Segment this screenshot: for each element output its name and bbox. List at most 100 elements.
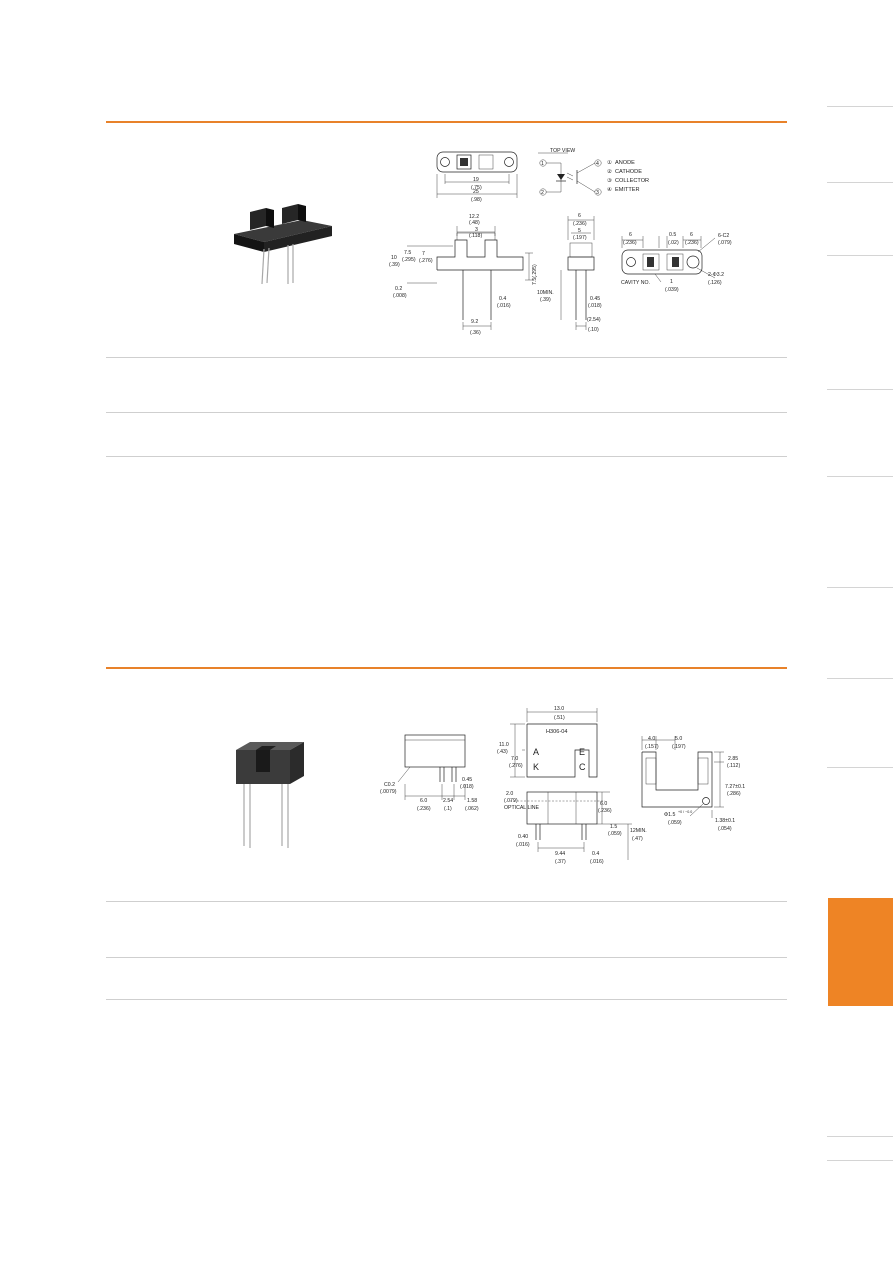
dim-label: Φ1.5 xyxy=(664,812,675,818)
side-nav-rule xyxy=(827,389,893,390)
pin-label-cathode: K xyxy=(533,762,539,772)
dim-label: 6 xyxy=(690,232,693,238)
dim-label: 19 xyxy=(473,177,479,183)
dim-label: (.079) xyxy=(504,798,518,804)
dim-label: 1.5 xyxy=(610,824,617,830)
dim-label: (.43) xyxy=(497,749,508,755)
pin-number: 2 xyxy=(541,190,544,196)
dim-label: (2.54) xyxy=(587,317,601,323)
dim-label: 0.45 xyxy=(462,777,472,783)
top-view-outline xyxy=(436,151,518,198)
pin-number: 3 xyxy=(596,190,599,196)
pin-number: 1 xyxy=(541,161,544,167)
dim-label: (.295) xyxy=(402,257,416,263)
dim-label: 5.0 xyxy=(675,736,682,742)
pin-number: 4 xyxy=(596,161,599,167)
dim-label: (.276) xyxy=(419,258,433,264)
dim-label: (.36) xyxy=(470,330,481,336)
dim-label: 25 xyxy=(473,189,479,195)
side-nav-rule xyxy=(827,106,893,107)
pin-label-collector: C xyxy=(579,762,586,772)
pin-label-anode: A xyxy=(533,747,539,757)
side-nav-rule xyxy=(827,255,893,256)
dim-label: 2.0 xyxy=(506,791,513,797)
dim-label: (.018) xyxy=(588,303,602,309)
dim-label: 2.54 xyxy=(443,798,453,804)
dim-label: 1 xyxy=(670,279,673,285)
dim-label: (.236) xyxy=(573,221,587,227)
dim-label: 6-C2 xyxy=(718,233,729,239)
dim-label: 2.85 xyxy=(728,756,738,762)
section-rule-second xyxy=(106,667,787,669)
dim-label: (.51) xyxy=(554,715,565,721)
dim-label: 12.2 xyxy=(469,214,479,220)
dim-label: +0 / −0.0 xyxy=(678,810,692,814)
side-nav-rule xyxy=(827,587,893,588)
divider xyxy=(106,901,787,902)
dim-label: (.112) xyxy=(727,763,740,769)
sensor-leads xyxy=(243,784,289,848)
side-view-outline xyxy=(397,734,466,800)
dim-label: (.062) xyxy=(465,806,479,812)
dim-label: (.054) xyxy=(718,826,732,832)
divider xyxy=(106,357,787,358)
dim-label: 10 xyxy=(391,255,397,261)
top-view-outline xyxy=(510,708,598,778)
dim-label: (.018) xyxy=(460,784,474,790)
model-label: H306-04 xyxy=(546,729,567,735)
dim-label: 11.0 xyxy=(499,742,509,748)
cavity-label: CAVITY NO. xyxy=(621,280,650,286)
pin-label-emitter: E xyxy=(579,747,585,757)
product-photo-1 xyxy=(234,204,332,285)
dim-label: (.236) xyxy=(598,808,612,814)
side-nav-tab-active[interactable] xyxy=(828,898,893,1006)
front-view-outline xyxy=(510,791,632,860)
dim-label: 13.0 xyxy=(554,706,564,712)
dim-label: 0.4 xyxy=(499,296,506,302)
dimension-drawing-2: C0.2 (.0079) 0.45 (.018) 6.0 (.236) 2.54… xyxy=(380,706,745,865)
dim-label: 6 xyxy=(629,232,632,238)
dim-label: (.079) xyxy=(718,240,732,246)
dim-label: (.48) xyxy=(469,220,480,226)
dim-label: (.016) xyxy=(590,859,604,865)
top-view-label: TOP VIEW xyxy=(550,148,575,154)
dim-label: (.157) xyxy=(645,744,659,750)
section-rule-top xyxy=(106,121,787,123)
dim-label: 0.45 xyxy=(590,296,600,302)
dim-label: (.276) xyxy=(509,763,523,769)
sensor-leads xyxy=(261,244,294,285)
dim-label: (.1) xyxy=(444,806,452,812)
dim-label: 7.5(.295) xyxy=(532,264,538,285)
side-nav-rule xyxy=(827,1136,893,1137)
dim-label: 6.0 xyxy=(600,801,607,807)
dim-label: 4.0 xyxy=(648,736,655,742)
slot-sensor-body xyxy=(236,742,304,784)
dim-label: (.236) xyxy=(685,240,699,246)
dim-label: (.008) xyxy=(393,293,407,299)
divider xyxy=(106,456,787,457)
dim-label: (.059) xyxy=(668,820,682,826)
dim-label: 7.5 xyxy=(404,250,411,256)
dim-label: 3 xyxy=(475,227,478,233)
pin-legend: ① ANODE ② CATHODE ③ COLLECTOR ④ EMITTER xyxy=(607,159,649,193)
dim-label: 6.0 xyxy=(420,798,427,804)
pin-legend-name: EMITTER xyxy=(615,187,640,193)
product-photo-2 xyxy=(236,742,304,848)
pin-legend-name: COLLECTOR xyxy=(615,178,649,184)
optical-line-label: OPTICAL LINE xyxy=(504,805,540,811)
dim-label: (.118) xyxy=(469,233,482,239)
dim-label: 0.4 xyxy=(592,851,599,857)
dim-label: C0.2 xyxy=(384,782,395,788)
dim-label: 2-Φ3.2 xyxy=(708,272,724,278)
slot-sensor-body xyxy=(234,204,332,252)
dim-label: (.016) xyxy=(516,842,530,848)
dim-label: (.37) xyxy=(555,859,566,865)
dim-label: (.39) xyxy=(540,297,551,303)
side-nav-rule xyxy=(827,182,893,183)
dim-label: (.02) xyxy=(668,240,679,246)
dim-label: (.286) xyxy=(727,791,741,797)
dim-label: (.236) xyxy=(623,240,637,246)
dim-label: 7.0 xyxy=(511,756,518,762)
dim-label: (.39) xyxy=(389,262,400,268)
side-nav-rule xyxy=(827,1160,893,1161)
